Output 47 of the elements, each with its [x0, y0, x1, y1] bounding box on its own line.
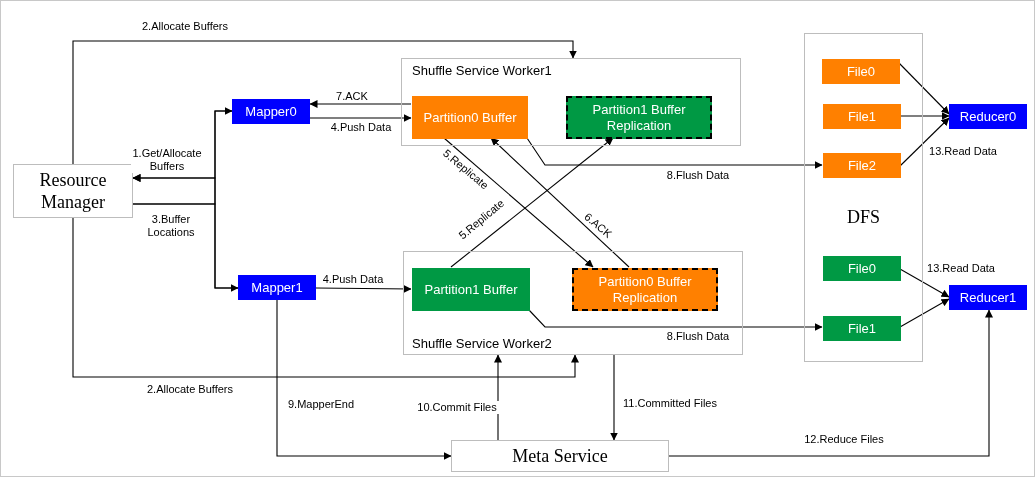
dashed-box: Partition1 Buffer Replication: [566, 96, 712, 139]
arrow: [443, 137, 594, 268]
group-box: [401, 58, 741, 146]
arrow: [490, 137, 630, 268]
edge-label: 13.Read Data: [927, 145, 999, 158]
process-box: File1: [823, 316, 901, 341]
arrow: [899, 268, 950, 298]
process-box: File1: [823, 104, 901, 129]
edge-label: 1.Get/Allocate Buffers: [131, 147, 203, 173]
arrow: [899, 298, 950, 328]
process-box: Partition0 Buffer: [412, 96, 528, 139]
arrow: [899, 112, 950, 120]
edge-label: 4.Push Data: [321, 273, 385, 286]
arrow: [898, 62, 950, 115]
arrow: [668, 309, 993, 457]
dashed-box: Partition0 Buffer Replication: [572, 268, 718, 311]
edge-label: 9.MapperEnd: [285, 398, 357, 411]
group-box: [403, 251, 743, 355]
process-box: File0: [823, 256, 901, 281]
process-box: Resource Manager: [13, 164, 133, 218]
process-box: File2: [823, 153, 901, 178]
process-box: Partition1 Buffer: [412, 268, 530, 311]
group-title: Shuffle Service Worker1: [412, 63, 552, 79]
process-box: Reducer0: [949, 104, 1027, 129]
arrow: [899, 117, 950, 167]
edge-label: 4.Push Data: [329, 121, 393, 134]
process-box: Meta Service: [451, 440, 669, 472]
group-title: Shuffle Service Worker2: [412, 336, 552, 352]
arrow: [276, 299, 452, 460]
group-box: [804, 33, 923, 362]
arrow: [309, 100, 412, 108]
arrow: [610, 354, 618, 441]
arrow: [309, 114, 412, 122]
process-box: Mapper0: [232, 99, 310, 124]
process-box: Reducer1: [949, 285, 1027, 310]
arrow: [450, 137, 614, 268]
arrow: [494, 354, 502, 441]
edge-label: 13.Read Data: [925, 262, 997, 275]
process-box: Mapper1: [238, 275, 316, 300]
arrow: [132, 203, 239, 292]
process-box: File0: [822, 59, 900, 84]
arrow: [526, 137, 823, 169]
group-title: DFS: [847, 206, 880, 228]
arrow: [528, 309, 823, 331]
arrow: [72, 217, 579, 378]
arrow: [315, 284, 412, 293]
arrow: [72, 40, 577, 165]
